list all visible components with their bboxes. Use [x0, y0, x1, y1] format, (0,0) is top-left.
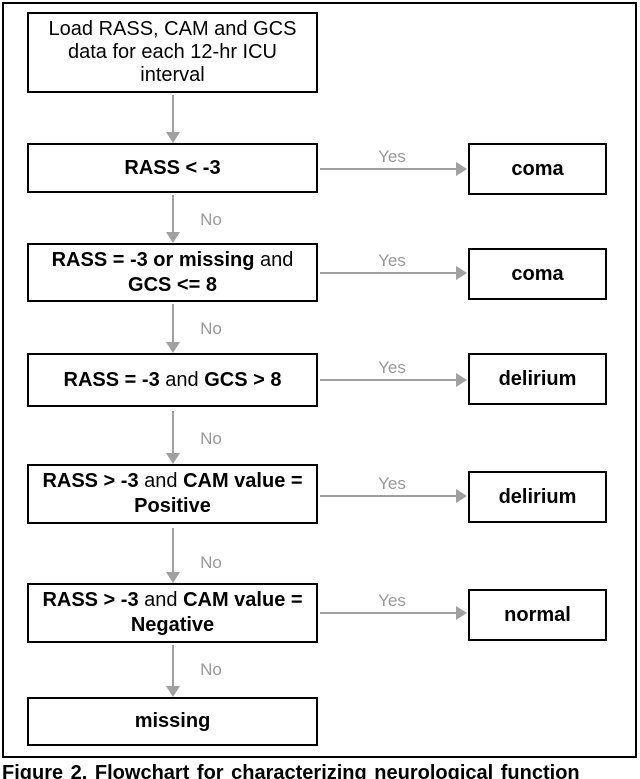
no-label: No: [200, 553, 222, 572]
arrow-line: [172, 195, 174, 232]
arrow-line: [320, 495, 456, 497]
decision-box-rass-eq-neg3-or-missing-gcs-lte-8: RASS = -3 or missing and GCS <= 8: [27, 243, 318, 302]
start-box-line: interval: [140, 64, 205, 86]
outcome-text: delirium: [498, 367, 577, 390]
no-label: No: [200, 319, 222, 338]
decision-text: and: [254, 248, 294, 271]
outcome-box-delirium-2: delirium: [468, 471, 607, 523]
decision-text: CAM value =: [183, 470, 303, 492]
yes-label: Yes: [378, 591, 406, 610]
decision-text: GCS <= 8: [128, 273, 217, 296]
outcome-text: normal: [504, 603, 571, 626]
decision-text: and: [138, 589, 184, 611]
yes-label: Yes: [378, 147, 406, 166]
no-label: No: [200, 429, 222, 448]
arrowhead-down-icon: [166, 686, 180, 697]
yes-label: Yes: [378, 251, 406, 270]
end-box-text: missing: [134, 710, 211, 732]
outcome-box-normal: normal: [468, 589, 607, 641]
outcome-text: coma: [511, 157, 564, 180]
arrow-line: [172, 411, 174, 453]
arrow-line: [172, 645, 174, 686]
arrow-line: [320, 168, 456, 170]
decision-text: and: [138, 470, 184, 492]
arrowhead-right-icon: [456, 373, 467, 387]
arrow-line: [172, 95, 174, 133]
decision-box-rass-eq-neg3-gcs-gt-8: RASS = -3 and GCS > 8: [27, 353, 318, 407]
arrowhead-right-icon: [456, 489, 467, 503]
decision-text: RASS < -3: [124, 156, 221, 179]
arrow-line: [172, 304, 174, 342]
end-box-missing: missing: [27, 697, 318, 746]
arrowhead-down-icon: [166, 572, 180, 583]
start-box-line: data for each 12-hr ICU: [68, 41, 277, 63]
outcome-box-coma-2: coma: [468, 248, 607, 300]
outcome-text: coma: [511, 262, 564, 285]
decision-text: CAM value =: [183, 589, 303, 611]
yes-label: Yes: [378, 358, 406, 377]
decision-text: RASS > -3: [42, 470, 139, 492]
decision-text: and: [159, 368, 205, 391]
decision-text: Positive: [134, 495, 211, 517]
decision-box-rass-lt-neg3: RASS < -3: [27, 143, 318, 193]
decision-box-rass-gt-neg3-cam-negative: RASS > -3 and CAM value = Negative: [27, 583, 318, 643]
yes-label: Yes: [378, 474, 406, 493]
arrowhead-down-icon: [166, 342, 180, 353]
arrow-line: [172, 528, 174, 572]
figure-caption: Figure 2. Flowchart for characterizing n…: [2, 762, 580, 779]
decision-text: RASS = -3: [63, 368, 160, 391]
decision-text: RASS > -3: [42, 589, 139, 611]
outcome-text: delirium: [498, 485, 577, 508]
start-box-load-data: Load RASS, CAM and GCS data for each 12-…: [27, 12, 318, 93]
outcome-box-delirium-1: delirium: [468, 353, 607, 405]
arrow-line: [320, 272, 456, 274]
decision-text: RASS = -3 or missing: [51, 248, 255, 271]
arrowhead-down-icon: [166, 132, 180, 143]
outcome-box-coma-1: coma: [468, 143, 607, 195]
start-box-line: Load RASS, CAM and GCS: [48, 18, 297, 40]
arrowhead-right-icon: [456, 266, 467, 280]
arrowhead-right-icon: [456, 606, 467, 620]
decision-box-rass-gt-neg3-cam-positive: RASS > -3 and CAM value = Positive: [27, 464, 318, 524]
decision-text: Negative: [130, 614, 215, 636]
arrow-line: [320, 612, 456, 614]
no-label: No: [200, 210, 222, 229]
arrowhead-right-icon: [456, 162, 467, 176]
no-label: No: [200, 660, 222, 679]
arrowhead-down-icon: [166, 453, 180, 464]
arrowhead-down-icon: [166, 232, 180, 243]
decision-text: GCS > 8: [204, 368, 282, 391]
arrow-line: [320, 379, 456, 381]
